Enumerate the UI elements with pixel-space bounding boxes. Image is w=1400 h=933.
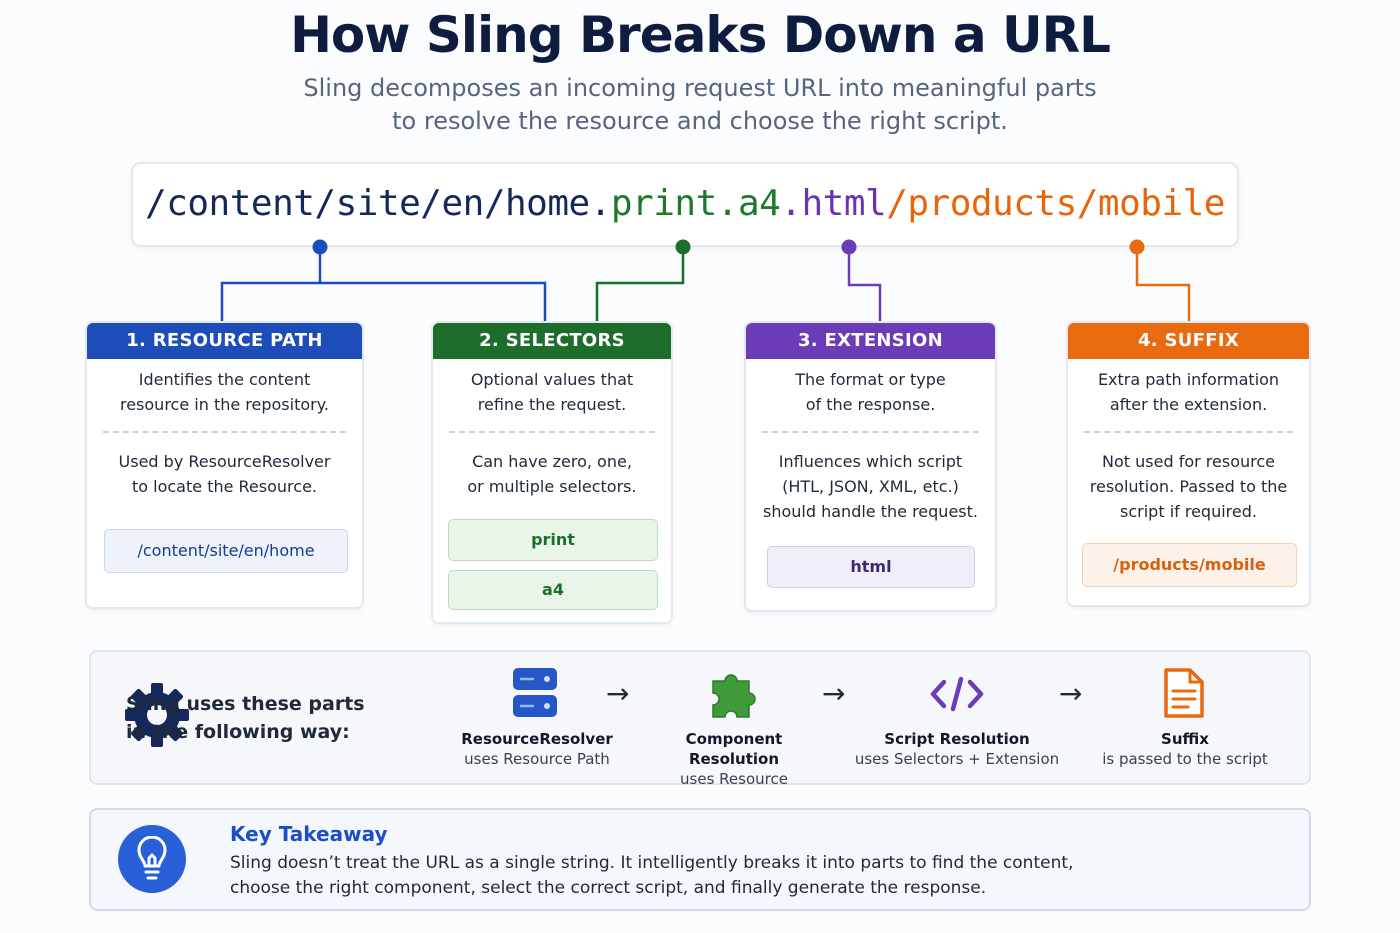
text-line: in the following way: [126,721,350,743]
value-pill: /content/site/en/home [104,529,348,573]
page-title: How Sling Breaks Down a URL [290,6,1111,64]
card-detail: Can have zero, one, or multiple selector… [433,449,671,499]
card-description: Extra path information after the extensi… [1068,367,1309,417]
text-line: The format or type [795,370,946,389]
server-icon [513,668,557,717]
text-line: Optional values that [470,370,634,389]
card-header: 1. RESOURCE PATH [87,323,362,359]
card-detail: Used by ResourceResolver to locate the R… [87,449,362,499]
text-line: Used by ResourceResolver [118,452,331,471]
flow-step-script-resolution: Script Resolution uses Selectors + Exten… [852,729,1062,769]
takeaway-title: Key Takeaway [230,822,388,846]
url-display: /content/site/en/home.print.a4.html/prod… [131,162,1239,247]
url-extension: html [801,183,887,224]
text-line: Identifies the content [138,370,311,389]
flow-step-component-resolution: Component Resolution uses Resource [640,729,828,789]
connector-selectors [595,248,685,322]
card-selectors: 2. SELECTORS Optional values that refine… [431,321,673,624]
step-subtitle: uses Selectors + Extension [854,750,1060,768]
url-resource-path: /content/site/en/home [145,183,590,224]
text-line: after the extension. [1109,395,1268,414]
divider [1084,431,1293,433]
text-line: resource in the repository. [119,395,329,414]
text-line: Can have zero, one, [472,452,632,471]
flow-step-resource-resolver: ResourceResolver uses Resource Path [452,729,622,769]
puzzle-icon [712,674,756,718]
connector-suffix [1135,248,1191,322]
url-dot: . [780,183,802,224]
selector-pill: a4 [448,570,658,610]
card-detail: Not used for resource resolution. Passed… [1068,449,1309,524]
step-title: ResourceResolver [461,730,613,748]
divider [762,431,979,433]
text-line: of the response. [805,395,936,414]
step-subtitle: uses Resource Path [464,750,610,768]
flow-panel [89,650,1311,785]
flow-arrow: → [822,677,846,710]
url-dot: . [716,183,739,224]
step-subtitle: uses Resource [680,770,788,788]
step-title: Component Resolution [685,730,783,768]
card-description: The format or type of the response. [746,367,995,417]
card-header: 3. EXTENSION [746,323,995,359]
url-selector: a4 [737,183,781,224]
takeaway-text: Sling doesn’t treat the URL as a single … [230,851,1073,901]
card-extension: 3. EXTENSION The format or type of the r… [744,321,997,612]
card-header: 4. SUFFIX [1068,323,1309,359]
url-selector: print [610,183,717,224]
card-detail: Influences which script (HTL, JSON, XML,… [746,449,995,524]
flow-arrow: → [1059,677,1083,710]
url-suffix: /products/mobile [886,183,1225,224]
page-subtitle: Sling decomposes an incoming request URL… [0,72,1400,138]
text-line: should handle the request. [763,502,978,521]
value-pill: /products/mobile [1082,543,1297,587]
code-icon [930,676,984,712]
card-header: 2. SELECTORS [433,323,671,359]
value-pill: html [767,546,975,588]
subtitle-line: Sling decomposes an incoming request URL… [303,74,1097,102]
text-line: or multiple selectors. [467,477,637,496]
text-line: resolution. Passed to the [1089,477,1288,496]
text-line: (HTL, JSON, XML, etc.) [782,477,959,496]
flow-step-suffix: Suffix is passed to the script [1094,729,1276,769]
text-line: Sling doesn’t treat the URL as a single … [230,853,1074,873]
step-subtitle: is passed to the script [1102,750,1268,768]
lightbulb-icon [137,836,167,880]
card-suffix: 4. SUFFIX Extra path information after t… [1066,321,1311,607]
step-title: Suffix [1161,730,1209,748]
flow-label: Sling uses these parts in the following … [126,690,365,746]
connector-extension [847,248,882,322]
flow-arrow: → [606,677,630,710]
text-line: to locate the Resource. [132,477,317,496]
text-line: Sling uses these parts [126,693,365,715]
text-line: Not used for resource [1102,452,1275,471]
text-line: choose the right component, select the c… [230,878,987,898]
text-line: script if required. [1120,502,1257,521]
card-description: Identifies the content resource in the r… [87,367,362,417]
divider [449,431,655,433]
text-line: Influences which script [778,452,963,471]
takeaway-panel [89,808,1311,911]
step-title: Script Resolution [884,730,1030,748]
connector-path [220,248,547,322]
card-description: Optional values that refine the request. [433,367,671,417]
url-dot: . [589,183,612,224]
divider [103,431,346,433]
gear-icon [125,683,189,747]
text-line: Extra path information [1097,370,1280,389]
selector-pill: print [448,519,658,561]
text-line: refine the request. [477,395,627,414]
subtitle-line: to resolve the resource and choose the r… [392,107,1008,135]
card-resource-path: 1. RESOURCE PATH Identifies the content … [85,321,364,609]
document-icon [1164,668,1204,718]
